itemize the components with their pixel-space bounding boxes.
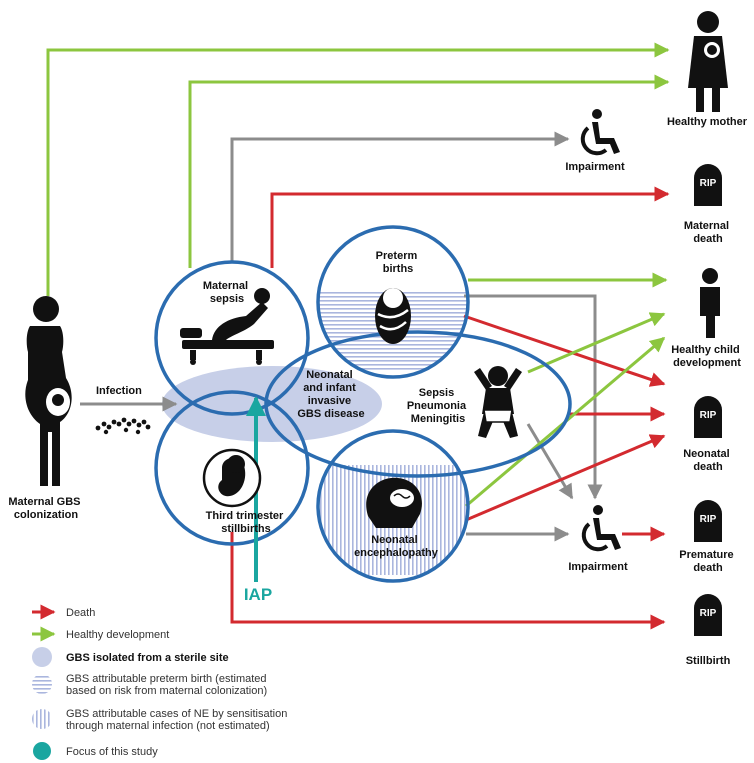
infant-syndromes-label: Sepsis Pneumonia Meningitis: [407, 387, 469, 425]
neonatal-death-label: Neonatal death: [683, 448, 733, 473]
arrow-stillbirth: [230, 532, 666, 630]
impairment-bottom-label: Impairment: [568, 561, 628, 573]
encephalopathy-label: Neonatal encephalopathy: [354, 534, 439, 559]
legend-ne-label: GBS attributable cases of NE by sensitis…: [66, 708, 290, 732]
maternal-death-label: Maternal death: [684, 220, 732, 245]
rip-label: RIP: [700, 608, 717, 619]
maternal-sepsis-label: Maternal sepsis: [203, 280, 251, 305]
stillbirth-label: Stillbirth: [686, 655, 731, 667]
hospital-bed-icon: [180, 288, 274, 365]
tombstone-icon-stillbirth: RIP: [694, 594, 722, 636]
stillbirths-circle: [154, 390, 310, 546]
legend-healthy-label: Healthy development: [66, 629, 169, 641]
maternal-sepsis-circle: [154, 260, 310, 416]
legend-preterm-swatch: [32, 674, 52, 694]
rip-label: RIP: [700, 514, 717, 525]
preterm-births-circle: [316, 225, 470, 379]
legend-sterile-label: GBS isolated from a sterile site: [66, 652, 229, 664]
arrow-healthy-mother-1: [46, 42, 670, 296]
premature-death-label: Premature death: [679, 549, 736, 574]
encephalopathy-circle: [316, 429, 470, 583]
arrow-preterm-impairment: [464, 294, 603, 500]
arrow-infant-healthy: [527, 312, 666, 374]
legend-sterile-swatch: [32, 647, 52, 667]
fetus-icon: [202, 448, 262, 508]
invasive-disease-ellipse: [264, 330, 572, 478]
wheelchair-icon-bottom: [581, 505, 621, 552]
rip-label: RIP: [700, 178, 717, 189]
preterm-births-label: Preterm births: [376, 250, 421, 275]
healthy-mother-label: Healthy mother: [667, 116, 748, 128]
stillbirths-label: Third trimester stillbirths: [206, 510, 287, 535]
iap-label: IAP: [244, 585, 272, 604]
wheelchair-icon-top: [580, 109, 620, 156]
neonatal-head-icon: [366, 477, 422, 528]
infection-label: Infection: [96, 385, 142, 397]
arrow-infant-impairment: [526, 423, 574, 500]
colonization-label: Maternal GBS colonization: [8, 496, 83, 521]
tombstone-icon-premature: RIP: [694, 500, 722, 542]
legend-ne-swatch: [32, 709, 52, 729]
impairment-top-label: Impairment: [565, 161, 625, 173]
legend-focus-swatch: [33, 742, 51, 760]
infant-icon: [474, 366, 522, 438]
invasive-disease-label: Neonatal and infant invasive GBS disease: [297, 369, 364, 420]
tombstone-icon-maternal: RIP: [694, 164, 722, 206]
arrow-healthy-mother-2: [188, 74, 670, 268]
healthy-child-icon: [700, 268, 720, 338]
healthy-mother-icon: [688, 11, 728, 112]
tombstone-icon-neonatal: RIP: [694, 396, 722, 438]
legend-focus-label: Focus of this study: [66, 746, 158, 758]
pregnant-woman-icon: [25, 296, 72, 486]
healthy-child-label: Healthy child development: [671, 344, 743, 369]
arrow-ne-death: [465, 434, 666, 522]
legend: Death Healthy development GBS isolated f…: [32, 604, 290, 760]
arrow-impairment-top: [230, 131, 570, 262]
bacteria-icon: [95, 417, 151, 435]
legend-death-label: Death: [66, 607, 95, 619]
swaddled-baby-icon: [375, 288, 411, 344]
legend-preterm-label: GBS attributable preterm birth (estimate…: [66, 673, 270, 697]
rip-label: RIP: [700, 410, 717, 421]
arrow-preterm-death: [463, 314, 666, 387]
arrow-maternal-death: [270, 186, 670, 268]
